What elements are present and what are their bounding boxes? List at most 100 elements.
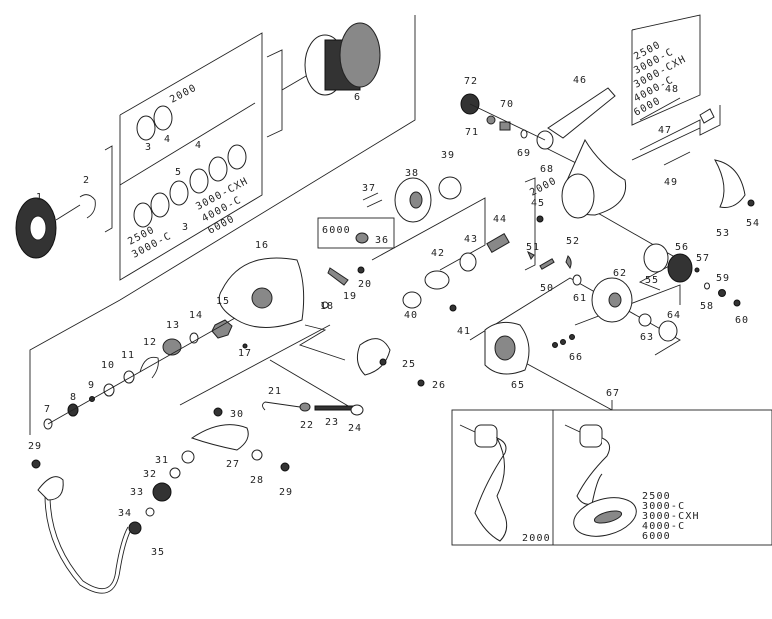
part-44-pinion[interactable] xyxy=(486,232,510,254)
part-46-rotor-cup xyxy=(561,173,595,219)
part-50[interactable] xyxy=(539,258,555,270)
part-36[interactable] xyxy=(355,232,369,244)
variant-spool-top-2000: 2000 xyxy=(168,82,199,105)
handle-leader xyxy=(519,359,613,411)
label-53: 53 xyxy=(716,228,730,239)
part-6-spool-skirt xyxy=(339,22,381,88)
part-37-screw-b[interactable] xyxy=(366,199,383,208)
part-23-spring[interactable] xyxy=(314,405,354,411)
part-19-lever[interactable] xyxy=(327,267,349,286)
part-46-reel-foot[interactable] xyxy=(547,87,616,139)
label-36: 36 xyxy=(375,235,389,246)
label-49: 49 xyxy=(664,177,678,188)
part-45[interactable] xyxy=(536,215,544,223)
part-67-handle-2000[interactable] xyxy=(459,424,508,542)
part-35-bail-wire-inner xyxy=(49,494,129,590)
label-47: 47 xyxy=(658,125,672,136)
part-61[interactable] xyxy=(572,274,582,286)
part-62-center xyxy=(608,292,622,308)
part-25-center xyxy=(379,358,387,366)
part-4-washer-b1[interactable] xyxy=(150,192,170,218)
label-5: 5 xyxy=(175,167,182,178)
part-34[interactable] xyxy=(145,507,155,517)
part-26-screw[interactable] xyxy=(417,379,425,387)
part-33-line-roller[interactable] xyxy=(152,482,172,502)
part-3-washer-top[interactable] xyxy=(136,115,156,141)
part-37-screw-a[interactable] xyxy=(362,192,379,201)
part-58[interactable] xyxy=(704,282,710,290)
bracket-right xyxy=(266,49,283,138)
part-48-shaft[interactable] xyxy=(639,97,681,121)
part-3-washer-b2[interactable] xyxy=(208,156,228,182)
part-59[interactable] xyxy=(718,289,726,297)
label-22: 22 xyxy=(300,420,314,431)
part-2-clip[interactable] xyxy=(79,194,96,219)
part-63[interactable] xyxy=(638,313,652,327)
part-57[interactable] xyxy=(694,267,700,273)
part-40[interactable] xyxy=(402,291,422,309)
label-68: 68 xyxy=(540,164,554,175)
part-30-screw[interactable] xyxy=(213,407,223,417)
part-51[interactable] xyxy=(527,250,535,260)
part-4-washer-b3[interactable] xyxy=(227,144,247,170)
part-4-washer-top[interactable] xyxy=(153,105,173,131)
part-25-bail-holder[interactable] xyxy=(356,338,391,376)
label-59: 59 xyxy=(716,273,730,284)
part-53-bail-trip[interactable] xyxy=(714,159,746,208)
label-29-right: 29 xyxy=(279,487,293,498)
part-5-washer[interactable] xyxy=(169,180,189,206)
part-66-screw-a[interactable] xyxy=(552,342,558,348)
label-69: 69 xyxy=(517,148,531,159)
part-11[interactable] xyxy=(123,370,135,384)
part-27-bail-arm[interactable] xyxy=(190,424,249,451)
part-49-shaft[interactable] xyxy=(663,151,691,166)
part-39[interactable] xyxy=(438,176,462,200)
part-35-bail-wire[interactable] xyxy=(44,494,133,594)
part-70[interactable] xyxy=(499,121,511,131)
part-29-screw-left[interactable] xyxy=(31,459,41,469)
part-42[interactable] xyxy=(424,270,450,290)
part-41-screw[interactable] xyxy=(449,304,457,312)
part-52[interactable] xyxy=(565,255,572,270)
part-18[interactable] xyxy=(321,301,329,309)
label-16: 16 xyxy=(255,240,269,251)
part-55-washer[interactable] xyxy=(643,243,669,273)
part-43-bearing[interactable] xyxy=(459,252,477,272)
part-4-washer-b2[interactable] xyxy=(189,168,209,194)
part-66-screw-b[interactable] xyxy=(560,339,566,345)
part-64-bearing[interactable] xyxy=(658,320,678,342)
part-60[interactable] xyxy=(733,299,741,307)
rotor-shaft-variant-box xyxy=(631,14,701,126)
drag-axis xyxy=(47,317,236,425)
label-19: 19 xyxy=(343,291,357,302)
part-21-hook[interactable] xyxy=(262,401,301,411)
label-20: 20 xyxy=(358,279,372,290)
part-54-screw[interactable] xyxy=(747,199,755,207)
label-38: 38 xyxy=(405,168,419,179)
variant-handle-4: 6000 xyxy=(642,531,671,542)
part-17-screw[interactable] xyxy=(242,343,248,349)
part-31[interactable] xyxy=(181,450,195,464)
label-41: 41 xyxy=(457,326,471,337)
part-20-screw[interactable] xyxy=(357,266,365,274)
part-32[interactable] xyxy=(169,467,181,479)
label-11: 11 xyxy=(121,350,135,361)
part-13[interactable] xyxy=(162,338,182,356)
part-28[interactable] xyxy=(251,449,263,461)
part-66-screw-c[interactable] xyxy=(569,334,575,340)
spool-frame-line xyxy=(119,15,416,301)
part-24[interactable] xyxy=(350,404,364,416)
part-12-spring[interactable] xyxy=(139,356,159,379)
part-1-center xyxy=(29,215,47,241)
label-28: 28 xyxy=(250,475,264,486)
part-47-shaft[interactable] xyxy=(631,127,701,161)
part-71[interactable] xyxy=(486,115,496,125)
part-3-washer-b1[interactable] xyxy=(133,202,153,228)
part-29-screw-right[interactable] xyxy=(280,462,290,472)
part-10[interactable] xyxy=(103,383,115,397)
spool-washer-divider xyxy=(119,102,256,186)
part-22[interactable] xyxy=(299,402,311,412)
part-56-gear[interactable] xyxy=(667,253,693,283)
part-67-handle-large[interactable] xyxy=(564,424,641,543)
label-25: 25 xyxy=(402,359,416,370)
